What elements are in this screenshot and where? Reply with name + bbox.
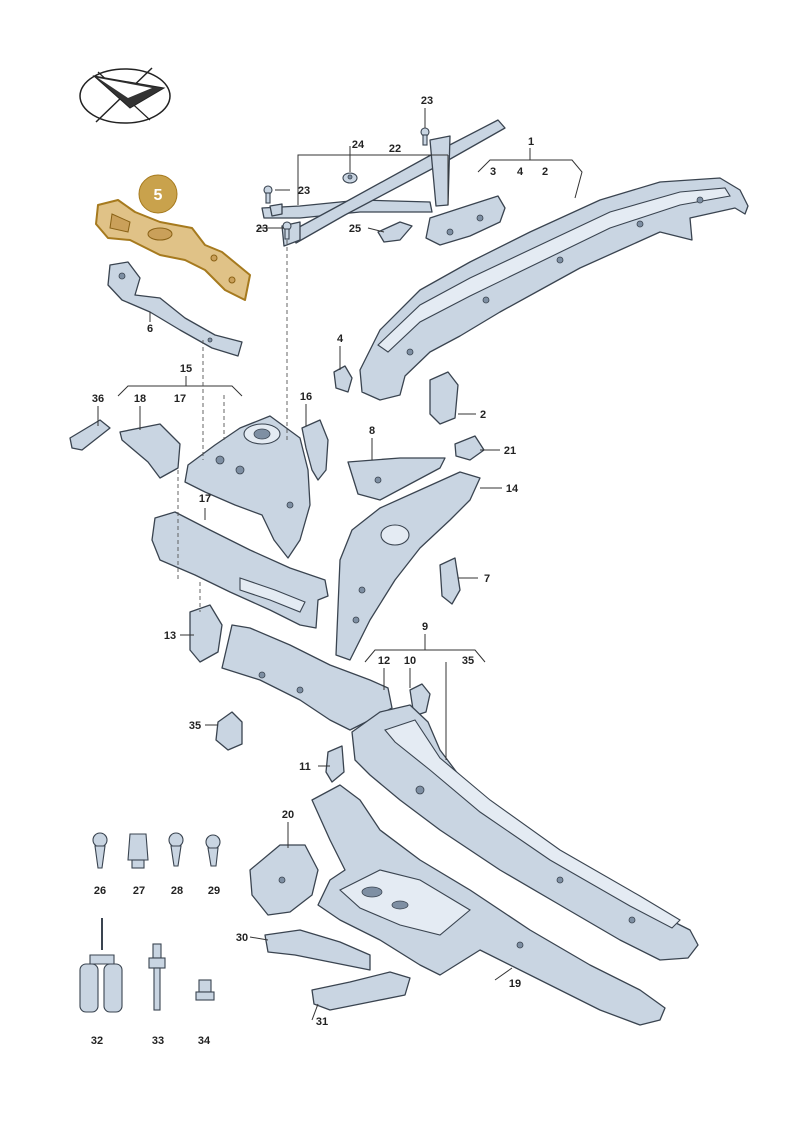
part-3[interactable] (425, 195, 506, 246)
part-8[interactable] (347, 457, 446, 501)
label-29: 29 (208, 885, 220, 897)
label-10: 10 (404, 655, 416, 667)
label-11: 11 (299, 761, 311, 773)
part-5-badge-label: 5 (154, 187, 163, 204)
clip-29[interactable] (205, 834, 221, 867)
rivet-34[interactable] (195, 979, 215, 1001)
label-15: 15 (180, 363, 192, 375)
part-labels: 1 3 4 2 23 24 22 23 23 25 6 4 15 36 18 1… (91, 95, 548, 1047)
label-16: 16 (300, 391, 312, 403)
label-30: 30 (236, 932, 248, 944)
part-12-sill-front[interactable] (221, 624, 393, 731)
label-35b: 35 (462, 655, 474, 667)
part-6[interactable] (107, 261, 243, 357)
label-36: 36 (92, 393, 104, 405)
label-21: 21 (504, 445, 516, 457)
label-34: 34 (198, 1035, 211, 1047)
part-5-highlighted[interactable] (95, 199, 251, 301)
part-2-lower[interactable] (429, 371, 459, 425)
label-2a: 2 (542, 166, 548, 178)
label-2b: 2 (480, 409, 486, 421)
part-20[interactable] (249, 844, 319, 916)
label-32: 32 (91, 1035, 103, 1047)
label-25: 25 (349, 223, 361, 235)
part-16[interactable] (301, 419, 329, 481)
part-22-cross-brace[interactable] (261, 119, 506, 247)
part-7[interactable] (439, 557, 461, 605)
clip-26[interactable] (92, 832, 108, 869)
bolt-23-left[interactable] (263, 185, 273, 204)
part-18[interactable] (119, 423, 181, 479)
bracket-25[interactable] (377, 221, 413, 243)
part-17-lower-member[interactable] (151, 511, 329, 629)
label-27: 27 (133, 885, 145, 897)
part-14-wheel-arch[interactable] (335, 471, 481, 661)
label-35a: 35 (189, 720, 201, 732)
label-24: 24 (352, 139, 365, 151)
label-28: 28 (171, 885, 183, 897)
label-18: 18 (134, 393, 146, 405)
clip-28[interactable] (168, 832, 184, 867)
clip-27[interactable] (127, 833, 149, 869)
label-12: 12 (378, 655, 390, 667)
label-17b: 17 (199, 493, 211, 505)
label-23b: 23 (256, 223, 268, 235)
part-9-main-sill[interactable] (351, 704, 699, 961)
part-31[interactable] (311, 971, 411, 1011)
part-35-left[interactable] (215, 711, 243, 751)
label-20: 20 (282, 809, 294, 821)
direction-arrow-icon (79, 67, 171, 124)
label-1: 1 (528, 136, 534, 148)
nut-24[interactable] (342, 172, 358, 184)
part-19-floor-panel[interactable] (311, 784, 666, 1026)
part-4[interactable] (333, 365, 353, 393)
part-11[interactable] (325, 745, 345, 783)
alignment-dashes (177, 240, 288, 612)
label-8: 8 (369, 425, 375, 437)
cartridge-32[interactable] (79, 918, 123, 1013)
part-5-badge[interactable]: 5 (138, 174, 178, 214)
label-19: 19 (509, 978, 521, 990)
label-4b: 4 (337, 333, 344, 345)
leader-lines (97, 108, 583, 1021)
label-23a: 23 (298, 185, 310, 197)
part-15-strut-tower[interactable] (184, 415, 311, 559)
label-9: 9 (422, 621, 428, 633)
part-13[interactable] (189, 604, 223, 663)
part-36[interactable] (69, 419, 111, 451)
part-1-upper-rail[interactable] (359, 177, 749, 401)
label-26: 26 (94, 885, 106, 897)
label-31: 31 (316, 1016, 328, 1028)
label-22: 22 (389, 143, 401, 155)
part-30[interactable] (264, 929, 371, 971)
label-3: 3 (490, 166, 496, 178)
part-21[interactable] (454, 435, 485, 461)
label-13: 13 (164, 630, 176, 642)
label-7: 7 (484, 573, 490, 585)
label-6: 6 (147, 323, 153, 335)
label-4a: 4 (517, 166, 524, 178)
bolt-33[interactable] (148, 943, 166, 1011)
label-23c: 23 (421, 95, 433, 107)
label-33: 33 (152, 1035, 164, 1047)
bolt-23-top[interactable] (420, 127, 430, 146)
label-17a: 17 (174, 393, 186, 405)
label-14: 14 (506, 483, 519, 495)
bolt-23-lower[interactable] (282, 221, 292, 240)
